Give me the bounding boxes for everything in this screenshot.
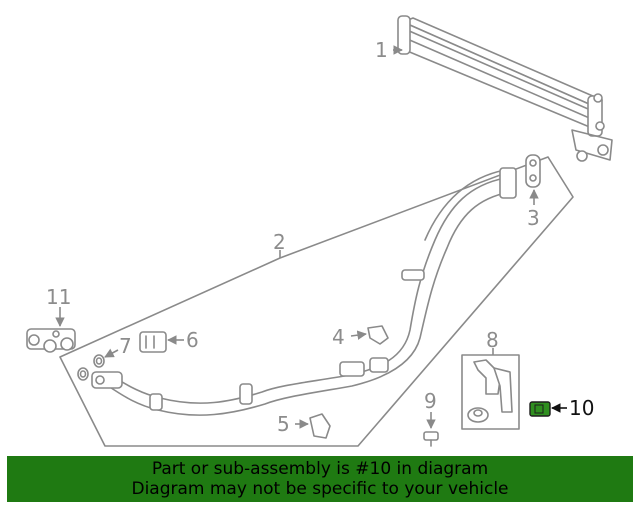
part-6-connector: [139, 331, 167, 353]
part-8-bracket-kit: [461, 354, 520, 430]
part-2-hoses: [91, 167, 517, 416]
part-11-fitting: [26, 328, 76, 353]
part-5-clamp: [309, 413, 331, 439]
callout-8: 8: [486, 328, 499, 352]
part-1-cooler: [397, 15, 613, 162]
callout-6: 6: [186, 328, 199, 352]
part-4-clip: [367, 325, 389, 345]
callout-1: 1: [375, 38, 388, 62]
callout-11: 11: [46, 285, 71, 309]
part-9-bolt: [423, 431, 439, 447]
callout-4: 4: [332, 325, 345, 349]
callout-10: 10: [569, 396, 594, 420]
part-10-highlighted: [529, 401, 551, 417]
callout-7: 7: [119, 334, 132, 358]
banner-line-disclaimer: Diagram may not be specific to your vehi…: [131, 479, 509, 499]
callout-3: 3: [527, 206, 540, 230]
callout-2: 2: [273, 230, 286, 254]
callout-5: 5: [277, 412, 290, 436]
info-banner: Part or sub-assembly is #10 in diagram D…: [7, 456, 633, 502]
leader-7: [104, 348, 119, 358]
part-3-gasket: [525, 154, 541, 188]
callout-9: 9: [424, 389, 437, 413]
leader-4: [350, 330, 367, 340]
part-7-seals: [77, 354, 105, 381]
banner-line-part: Part or sub-assembly is #10 in diagram: [151, 459, 489, 479]
parts-diagram: 1 2 3 4 5 6: [26, 15, 613, 447]
